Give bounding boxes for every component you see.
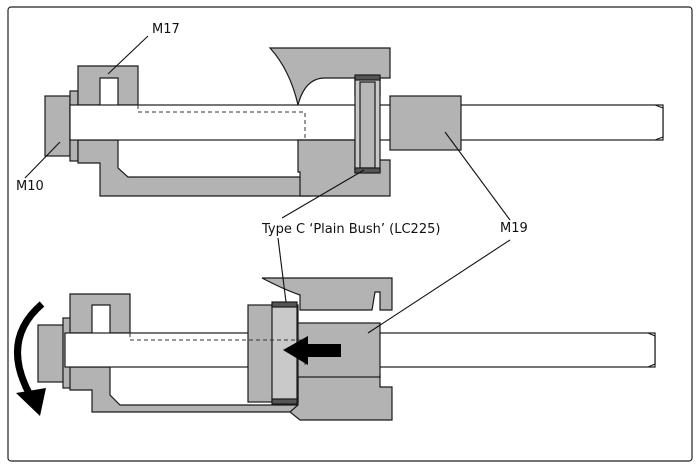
leader-m17	[107, 35, 149, 75]
top-bush-edge-top	[354, 74, 381, 81]
bottom-bush-edge-top	[271, 301, 298, 308]
top-assembly	[44, 47, 664, 197]
top-hidden-line	[137, 105, 306, 140]
leader-m10	[24, 141, 61, 179]
bottom-rod-end	[647, 332, 656, 368]
top-rod-end	[654, 104, 664, 141]
leader-bush-bottom	[277, 237, 287, 303]
bottom-assembly	[37, 277, 656, 421]
top-bush-edge-bottom	[354, 167, 381, 174]
label-m19: M19	[500, 221, 528, 236]
bottom-hidden-line	[129, 333, 306, 367]
label-m17: M17	[152, 22, 180, 37]
bottom-housing-upper	[261, 277, 393, 311]
label-m10: M10	[16, 179, 44, 194]
label-plain-bush: Type C ‘Plain Bush’ (LC225)	[262, 222, 441, 237]
leader-m19-top	[444, 131, 511, 221]
leader-lines	[24, 35, 511, 334]
bottom-bush-edge-bottom	[271, 398, 298, 405]
top-m10-bolt-head	[44, 95, 71, 157]
leader-m19-bottom	[367, 239, 511, 334]
rotation-arrow	[14, 301, 46, 416]
top-bush-inner	[359, 81, 376, 169]
push-arrow	[283, 336, 341, 365]
leader-bush-top	[281, 169, 365, 219]
bottom-m10-bolt-head	[37, 324, 66, 383]
bottom-housing-lower	[289, 374, 393, 421]
top-m19-spacer	[389, 95, 462, 151]
